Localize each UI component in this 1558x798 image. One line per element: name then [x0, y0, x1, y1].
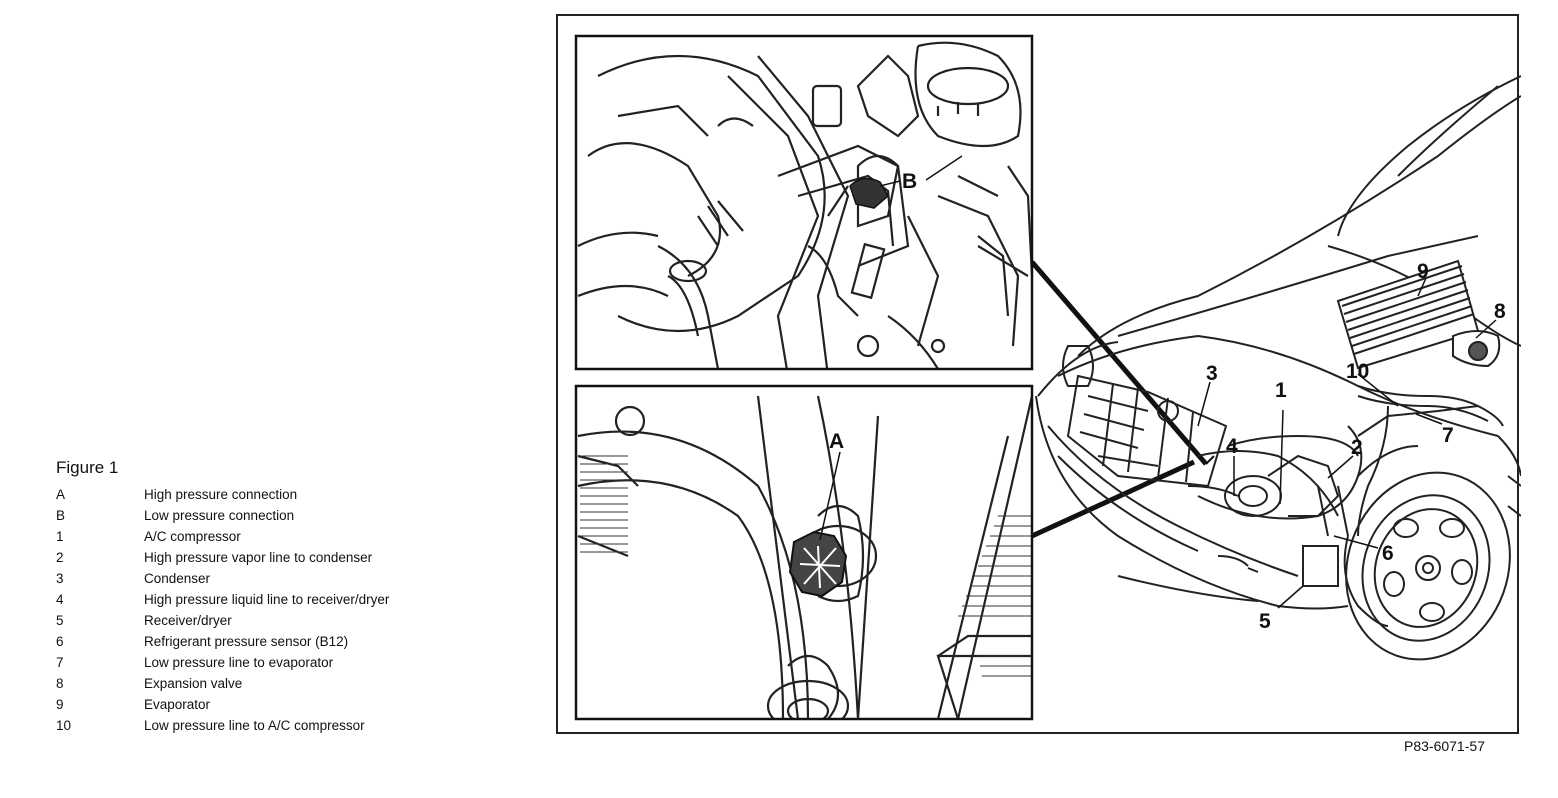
- legend-title: Figure 1: [56, 458, 119, 477]
- legend-desc: Evaporator: [144, 697, 211, 712]
- callout-2: 2: [1351, 436, 1363, 459]
- callout-7: 7: [1442, 424, 1454, 447]
- callout-4: 4: [1226, 435, 1238, 458]
- legend-desc: Low pressure line to A/C compressor: [144, 718, 365, 733]
- legend-key: A: [56, 487, 66, 502]
- vehicle-illustration: [1035, 75, 1521, 661]
- vehicle-callouts: 3 1 4 2 10 7 9 8 6 5: [1197, 260, 1506, 633]
- callout-b: B: [902, 170, 917, 193]
- legend-key: 10: [56, 718, 72, 733]
- legend-item: 1 A/C compressor: [56, 526, 516, 547]
- callout-a: A: [829, 430, 844, 453]
- legend-key: 7: [56, 655, 64, 670]
- callout-6: 6: [1382, 542, 1394, 565]
- legend-key: 4: [56, 592, 64, 607]
- legend-desc: Refrigerant pressure sensor (B12): [144, 634, 349, 649]
- legend-item: B Low pressure connection: [56, 505, 516, 526]
- legend-item: 2 High pressure vapor line to condenser: [56, 547, 516, 568]
- legend-desc: Condenser: [144, 571, 211, 586]
- legend-desc: Expansion valve: [144, 676, 243, 691]
- legend-key: B: [56, 508, 66, 523]
- legend-key: 3: [56, 571, 64, 586]
- figure-code: P83-6071-57: [1404, 738, 1485, 754]
- legend-item: 8 Expansion valve: [56, 673, 516, 694]
- legend-desc: A/C compressor: [144, 529, 241, 544]
- legend-item: 7 Low pressure line to evaporator: [56, 652, 516, 673]
- legend-key: 1: [56, 529, 64, 544]
- legend-item: 4 High pressure liquid line to receiver/d…: [56, 589, 516, 610]
- callout-1: 1: [1275, 379, 1287, 402]
- legend-item: 6 Refrigerant pressure sensor (B12): [56, 631, 516, 652]
- callout-8: 8: [1494, 300, 1506, 323]
- legend-key: 8: [56, 676, 64, 691]
- figure-legend: Figure 1 A High pressure connection B Low …: [56, 458, 516, 736]
- legend-desc: High pressure connection: [144, 487, 298, 502]
- callout-10: 10: [1346, 360, 1369, 383]
- high-pressure-port-icon: [788, 530, 848, 598]
- inset-high-pressure-connection: A: [574, 384, 1034, 721]
- legend-key: 9: [56, 697, 64, 712]
- inset-low-pressure-connection: B: [574, 34, 1034, 371]
- legend-item: 3 Condenser: [56, 568, 516, 589]
- callout-5: 5: [1259, 610, 1271, 633]
- legend-item: 5 Receiver/dryer: [56, 610, 516, 631]
- legend-key: 6: [56, 634, 64, 649]
- legend-item: 10 Low pressure line to A/C compressor: [56, 715, 516, 736]
- inset-leader-lines: [1030, 260, 1215, 539]
- legend-item: A High pressure connection: [56, 484, 516, 505]
- legend-desc: Receiver/dryer: [144, 613, 232, 628]
- legend-desc: High pressure liquid line to receiver/dr…: [144, 592, 390, 607]
- figure-frame: B: [556, 14, 1521, 734]
- technical-illustration: B: [574, 34, 1521, 721]
- legend-key: 2: [56, 550, 64, 565]
- callout-9: 9: [1417, 260, 1429, 283]
- callout-3: 3: [1206, 362, 1218, 385]
- legend-item: 9 Evaporator: [56, 694, 516, 715]
- legend-desc: Low pressure line to evaporator: [144, 655, 334, 670]
- legend-key: 5: [56, 613, 64, 628]
- legend-desc: High pressure vapor line to condenser: [144, 550, 373, 565]
- legend-desc: Low pressure connection: [144, 508, 295, 523]
